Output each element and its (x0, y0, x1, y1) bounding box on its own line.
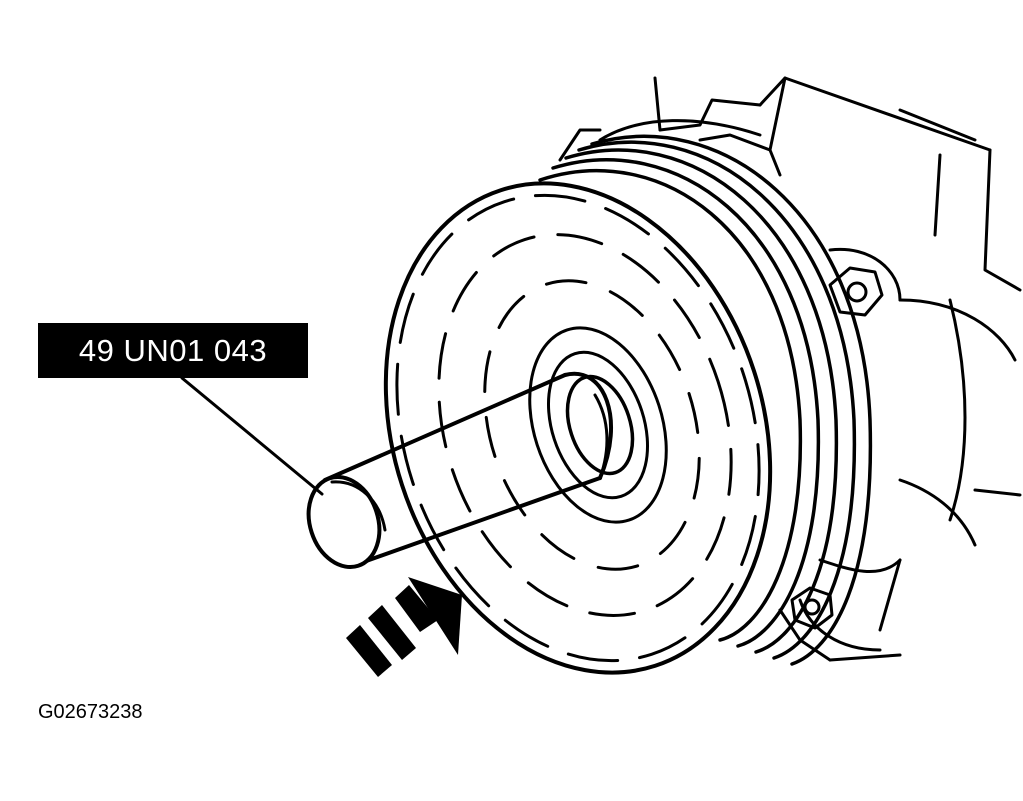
special-tool-shaft (306, 371, 614, 569)
tool-number-callout: 49 UN01 043 (38, 323, 308, 378)
compressor-body (558, 76, 1022, 662)
direction-arrow-icon (346, 577, 462, 677)
pulley-grooves (538, 134, 873, 666)
figure-id: G02673238 (38, 701, 143, 723)
callout-leader-line (180, 376, 324, 496)
